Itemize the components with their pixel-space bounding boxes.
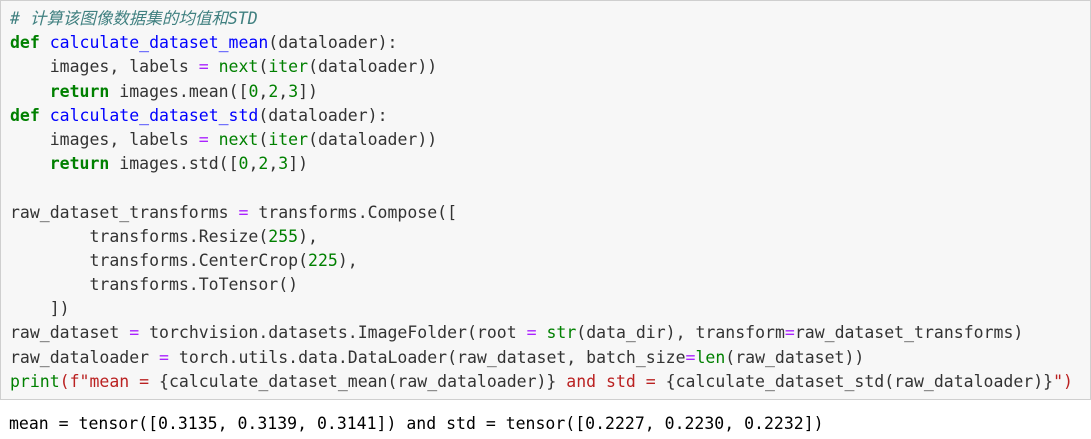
code-line: ]) (10, 297, 1073, 321)
code-token: = (198, 57, 209, 77)
code-token: 2 (258, 154, 269, 174)
code-token: transforms.CenterCrop( (10, 250, 309, 270)
code-token: ), (337, 250, 358, 270)
code-token: = (129, 323, 140, 343)
code-token: , (248, 154, 259, 174)
code-editor[interactable]: # 计算该图像数据集的均值和STD def calculate_dataset_m… (10, 7, 1073, 394)
code-token: iter (268, 57, 309, 77)
code-line: transforms.Resize(255), (10, 225, 1073, 249)
code-token: transforms.Compose([ (248, 202, 458, 222)
code-token (209, 57, 219, 76)
code-token: = (685, 347, 696, 367)
code-token: transforms.Resize( (10, 226, 269, 246)
code-token: 225 (308, 250, 338, 270)
code-line: raw_dataloader = torch.utils.data.DataLo… (10, 346, 1073, 370)
code-token: iter (268, 129, 309, 149)
code-token: torch.utils.data.DataLoader(raw_dataset,… (168, 347, 686, 367)
code-token: transforms.ToTensor() (10, 275, 299, 295)
code-token: {calculate_dataset_std(raw_dataloader)} (665, 371, 1054, 391)
code-token: 2 (268, 81, 279, 101)
code-line: # 计算该图像数据集的均值和STD (10, 7, 1073, 31)
code-token: = (526, 323, 537, 343)
code-line: images, labels = next(iter(dataloader)) (10, 128, 1073, 152)
cell-output: mean = tensor([0.3135, 0.3139, 0.3141]) … (9, 414, 824, 433)
code-token: next (218, 57, 259, 77)
code-token: 3 (278, 154, 289, 174)
code-token: 0 (248, 81, 259, 101)
code-token: def (10, 105, 40, 125)
code-line: return images.std([0,2,3]) (10, 152, 1073, 176)
code-token: ( (258, 57, 269, 77)
code-token: images.mean([ (109, 81, 249, 101)
code-token (209, 130, 219, 149)
code-token: len (695, 347, 726, 367)
code-token: , (268, 154, 279, 174)
code-line: raw_dataset = torchvision.datasets.Image… (10, 321, 1073, 345)
code-token: images, labels (10, 57, 199, 77)
code-token: str (546, 323, 577, 343)
code-token: 0 (238, 154, 249, 174)
code-token: print (10, 371, 60, 391)
code-token: (dataloader): (258, 105, 388, 125)
code-token: calculate_dataset_std (49, 105, 259, 125)
code-token: def (10, 33, 40, 53)
code-line: transforms.ToTensor() (10, 273, 1073, 297)
code-token: raw_dataset_transforms) (794, 323, 1024, 343)
code-token: 255 (268, 226, 299, 246)
code-token: raw_dataloader (10, 347, 160, 367)
code-token: return (49, 81, 110, 101)
code-token: = (198, 129, 209, 149)
code-token: calculate_dataset_mean (49, 33, 269, 53)
code-token: (dataloader): (268, 33, 398, 53)
code-token: raw_dataset_transforms (10, 202, 239, 222)
code-line: return images.mean([0,2,3]) (10, 80, 1073, 104)
code-token: , (258, 81, 269, 101)
code-token (40, 33, 50, 52)
code-line: transforms.CenterCrop(225), (10, 249, 1073, 273)
code-token: # 计算该图像数据集的均值和STD (10, 9, 258, 28)
code-line: images, labels = next(iter(dataloader)) (10, 55, 1073, 79)
code-token: , (278, 81, 289, 101)
code-token: ), (298, 226, 318, 246)
code-token (537, 323, 547, 342)
code-line (10, 176, 1073, 200)
code-token: images, labels (10, 129, 199, 149)
code-token (10, 154, 50, 173)
code-token: return (49, 154, 110, 174)
code-token (10, 82, 50, 101)
code-token: = (238, 202, 249, 222)
code-token: next (218, 129, 259, 149)
code-cell[interactable]: # 计算该图像数据集的均值和STD def calculate_dataset_m… (0, 0, 1091, 400)
code-token: (f"mean = (59, 371, 160, 391)
code-token: {calculate_dataset_mean(raw_dataloader)} (159, 371, 557, 391)
code-token: ]) (298, 81, 318, 101)
code-token: (data_dir), transform (576, 323, 785, 343)
code-token: (dataloader)) (308, 57, 438, 77)
code-line: def calculate_dataset_std(dataloader): (10, 104, 1073, 128)
code-line: def calculate_dataset_mean(dataloader): (10, 31, 1073, 55)
code-token: = (784, 323, 795, 343)
code-token (40, 106, 50, 125)
code-line: print(f"mean = {calculate_dataset_mean(r… (10, 370, 1073, 394)
code-token: ( (258, 129, 269, 149)
code-token: (dataloader)) (308, 129, 438, 149)
code-token: 3 (288, 81, 299, 101)
code-token: and std = (556, 371, 666, 391)
code-token: ") (1053, 371, 1073, 391)
code-token: ]) (10, 299, 70, 319)
code-token: = (159, 347, 169, 367)
code-token: images.std([ (109, 154, 239, 174)
code-token: ]) (288, 154, 309, 174)
code-token: (raw_dataset)) (725, 347, 865, 367)
code-token: raw_dataset (10, 323, 130, 343)
code-token: torchvision.datasets.ImageFolder(root (139, 323, 527, 343)
code-line: raw_dataset_transforms = transforms.Comp… (10, 201, 1073, 225)
